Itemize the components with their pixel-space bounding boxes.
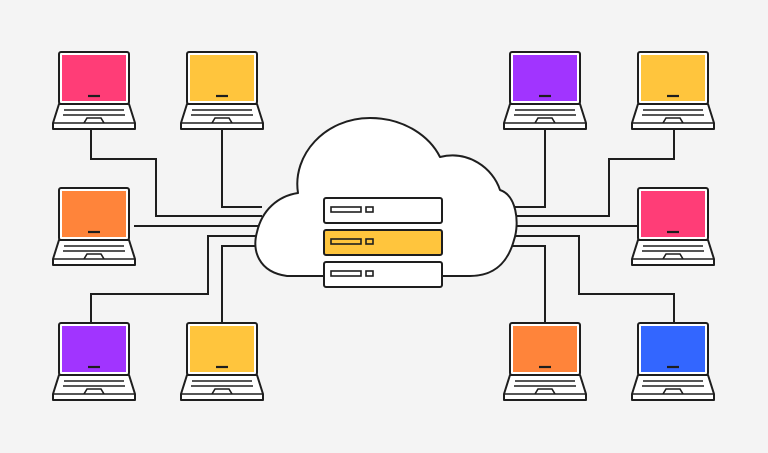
connection-line-laptop-top-right-outer	[505, 130, 675, 217]
connection-line-laptop-bottom-right-outer	[505, 235, 675, 323]
laptop-screen	[62, 191, 126, 237]
trackpad	[211, 388, 233, 395]
cloud-icon	[254, 117, 518, 288]
laptop-bottom-left-outer	[52, 322, 136, 401]
laptop-screen	[641, 55, 705, 101]
laptop-screen	[513, 326, 577, 372]
trackpad	[83, 253, 105, 260]
connection-line-laptop-top-left-outer	[90, 130, 262, 217]
laptop-top-right-outer	[631, 51, 715, 130]
server-rack-icon	[323, 197, 443, 288]
laptop-screen	[62, 326, 126, 372]
laptop-bottom-left-inner	[180, 322, 264, 401]
laptop-base	[503, 103, 587, 130]
connection-line-laptop-bottom-left-inner	[221, 245, 262, 323]
laptop-bottom-right-inner	[503, 322, 587, 401]
connection-line-laptop-bottom-left-outer	[90, 235, 262, 323]
laptop-screen	[641, 326, 705, 372]
connection-line-laptop-bottom-right-inner	[505, 245, 546, 323]
laptop-bottom-right-outer	[631, 322, 715, 401]
laptop-top-left-inner	[180, 51, 264, 130]
laptop-base	[180, 103, 264, 130]
connection-line-laptop-top-right-inner	[505, 130, 546, 208]
server-unit-active	[323, 229, 443, 256]
laptop-base	[52, 239, 136, 266]
trackpad	[662, 388, 684, 395]
laptop-screen	[513, 55, 577, 101]
laptop-base	[52, 103, 136, 130]
trackpad	[83, 117, 105, 124]
laptop-middle-left	[52, 187, 136, 266]
laptop-screen	[190, 55, 254, 101]
laptop-screen	[190, 326, 254, 372]
server-unit-idle	[323, 261, 443, 288]
trackpad	[211, 117, 233, 124]
laptop-base	[503, 374, 587, 401]
laptop-base	[52, 374, 136, 401]
laptop-base	[631, 103, 715, 130]
laptop-base	[631, 374, 715, 401]
trackpad	[534, 117, 556, 124]
laptop-base	[180, 374, 264, 401]
laptop-middle-right	[631, 187, 715, 266]
laptops	[52, 51, 715, 401]
laptop-base	[631, 239, 715, 266]
trackpad	[662, 117, 684, 124]
laptop-top-right-inner	[503, 51, 587, 130]
laptop-top-left-outer	[52, 51, 136, 130]
connection-line-laptop-top-left-inner	[221, 130, 262, 208]
trackpad	[662, 253, 684, 260]
laptop-screen	[62, 55, 126, 101]
laptop-screen	[641, 191, 705, 237]
connections	[90, 130, 675, 323]
trackpad	[534, 388, 556, 395]
server-unit-idle	[323, 197, 443, 224]
trackpad	[83, 388, 105, 395]
